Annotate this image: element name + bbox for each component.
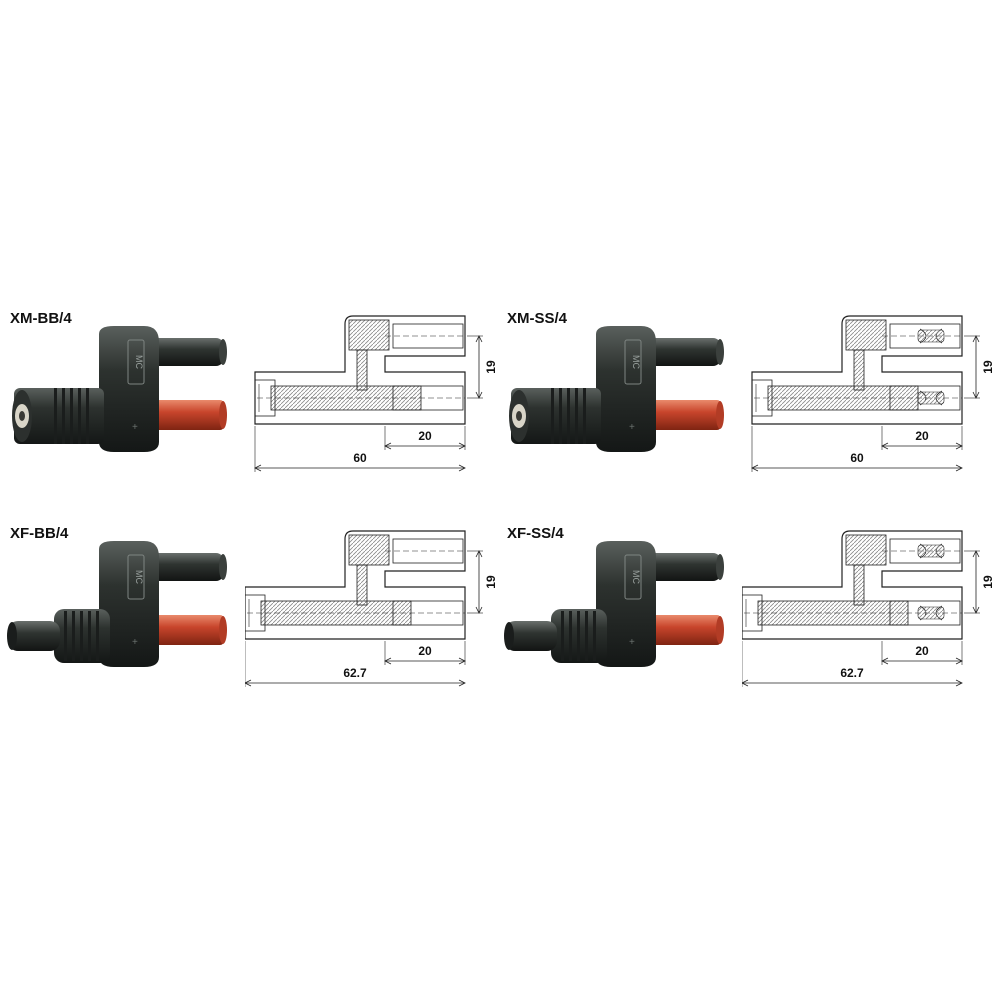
connector-photo-icon: MC + — [7, 541, 227, 667]
technical-drawing: 19 20 62.7 — [245, 530, 498, 687]
connector-photo-body: MC + — [12, 326, 227, 452]
connector-photo-icon: MC + — [504, 541, 724, 667]
dim-spacing: 19 — [981, 360, 994, 374]
technical-drawing: 19 20 60 — [254, 315, 498, 472]
dim-length: 62.7 — [343, 666, 367, 680]
dim-tip: 20 — [418, 429, 432, 443]
svg-text:+: + — [629, 422, 635, 433]
product-label: XM-SS/4 — [507, 310, 568, 327]
connector-photo-icon: MC + — [509, 326, 724, 452]
dim-spacing: 19 — [484, 360, 498, 374]
technical-drawing-icon: 19 20 60 — [751, 315, 994, 472]
svg-text:+: + — [132, 422, 138, 433]
technical-drawing-icon: 19 20 62.7 — [742, 530, 994, 687]
product-label: XF-BB/4 — [10, 525, 69, 542]
dim-tip: 20 — [915, 644, 929, 658]
connector-photo-body: MC + — [504, 541, 724, 667]
svg-text:+: + — [132, 637, 138, 648]
dim-length: 60 — [353, 451, 367, 465]
dim-tip: 20 — [418, 644, 432, 658]
brand-mark: MC — [134, 355, 144, 369]
product-label: XM-BB/4 — [10, 310, 72, 327]
technical-drawing-icon: 19 20 60 — [254, 315, 498, 472]
dim-spacing: 19 — [981, 575, 994, 589]
connector-photo-body: MC + — [509, 326, 724, 452]
connector-photo-body: MC + — [7, 541, 227, 667]
product-label: XF-SS/4 — [507, 525, 564, 542]
connector-photo-icon: MC + — [12, 326, 227, 452]
brand-mark: MC — [134, 570, 144, 584]
dim-tip: 20 — [915, 429, 929, 443]
dim-length: 60 — [850, 451, 864, 465]
technical-drawing: 19 20 62.7 — [742, 530, 994, 687]
dim-length: 62.7 — [840, 666, 864, 680]
technical-drawing: 19 20 60 — [751, 315, 994, 472]
brand-mark: MC — [631, 355, 641, 369]
technical-drawing-icon: 19 20 62.7 — [245, 530, 498, 687]
svg-text:+: + — [629, 637, 635, 648]
dim-spacing: 19 — [484, 575, 498, 589]
brand-mark: MC — [631, 570, 641, 584]
